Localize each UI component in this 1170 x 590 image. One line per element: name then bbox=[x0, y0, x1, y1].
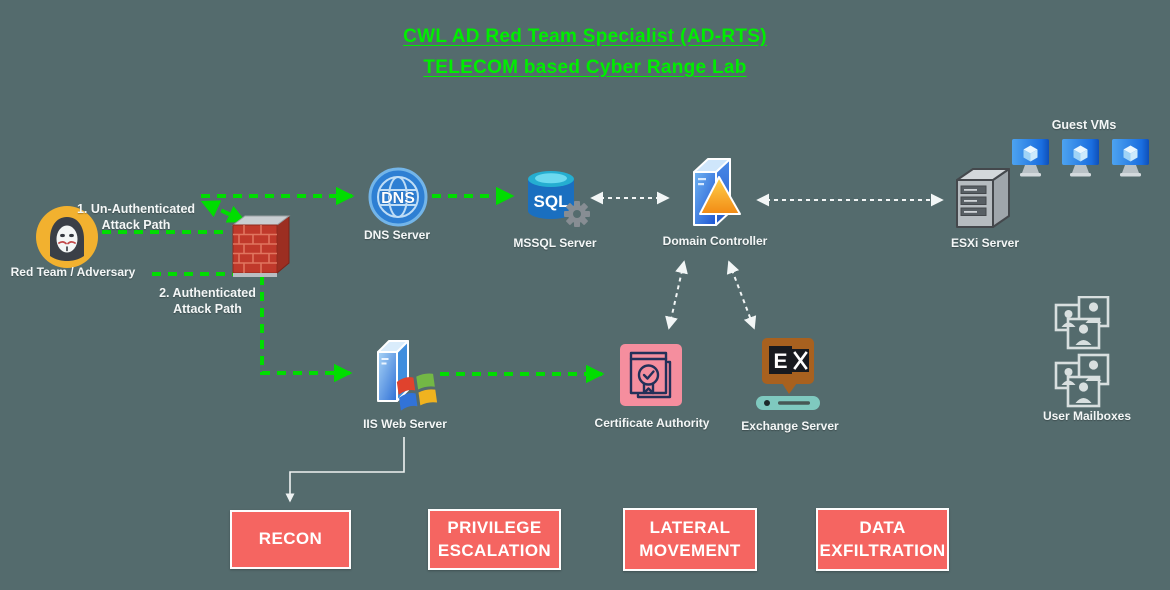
phase-data-exfiltration: DATA EXFILTRATION bbox=[816, 508, 949, 571]
diagram-title-line1: CWL AD Red Team Specialist (AD-RTS) bbox=[403, 26, 767, 47]
unauthenticated-path-label: 1. Un-Authenticated Attack Path bbox=[76, 202, 196, 232]
phase-recon: RECON bbox=[230, 510, 351, 569]
red-team-adversary-icon bbox=[36, 206, 98, 268]
exchange-server-label: Exchange Server bbox=[741, 419, 839, 433]
adversary-label: Red Team / Adversary bbox=[10, 265, 136, 279]
mssql-server-label: MSSQL Server bbox=[513, 236, 597, 250]
user-mailboxes-icon bbox=[1053, 296, 1117, 408]
esxi-server-label: ESXi Server bbox=[950, 236, 1020, 250]
iis-web-server-icon bbox=[372, 338, 438, 416]
svg-text:DNS: DNS bbox=[381, 190, 415, 207]
esxi-server-icon bbox=[955, 166, 1013, 232]
certificate-authority-icon bbox=[620, 344, 682, 406]
diagram-title-line2: TELECOM based Cyber Range Lab bbox=[423, 57, 747, 78]
edge-dc-ca bbox=[665, 260, 688, 330]
svg-text:E: E bbox=[773, 350, 787, 373]
authenticated-path-label: 2. Authenticated Attack Path bbox=[159, 286, 256, 316]
certificate-authority-label: Certificate Authority bbox=[594, 416, 710, 430]
guest-vms-label: Guest VMs bbox=[1051, 118, 1117, 132]
user-mailboxes-label: User Mailboxes bbox=[1042, 409, 1132, 423]
dns-server-icon: DNS bbox=[368, 167, 428, 227]
mssql-server-icon: SQL bbox=[524, 167, 590, 229]
iis-web-server-label: IIS Web Server bbox=[363, 417, 447, 431]
phase-lateral-movement: LATERAL MOVEMENT bbox=[623, 508, 757, 571]
exchange-server-icon: E bbox=[755, 338, 821, 412]
guest-vm-icons bbox=[1012, 139, 1150, 179]
mailbox-group-icon bbox=[1054, 296, 1110, 350]
gear-icon bbox=[564, 201, 590, 227]
firewall-icon bbox=[231, 211, 293, 279]
vm-monitor-icon bbox=[1012, 139, 1049, 177]
dns-server-label: DNS Server bbox=[363, 228, 431, 242]
edge-iis-recon bbox=[285, 437, 405, 503]
domain-controller-label: Domain Controller bbox=[662, 234, 768, 248]
phase-privilege-escalation: PRIVILEGE ESCALATION bbox=[428, 509, 561, 570]
windows-logo-icon bbox=[396, 373, 438, 411]
edge-dc-exchange bbox=[726, 260, 757, 330]
domain-controller-icon bbox=[688, 156, 744, 230]
svg-text:SQL: SQL bbox=[534, 192, 569, 211]
